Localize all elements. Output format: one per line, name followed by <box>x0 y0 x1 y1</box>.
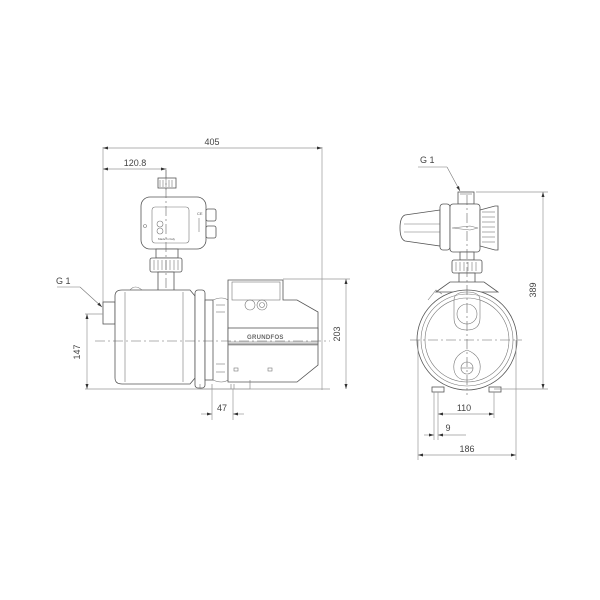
dim-overall-length: 405 <box>102 137 323 390</box>
dim-shaft-height: 147 <box>72 313 103 389</box>
g1-label-front: G 1 <box>56 276 71 286</box>
dim-foot-width: 47 <box>201 389 244 420</box>
dim-47-label: 47 <box>217 403 227 413</box>
dim-203-label: 203 <box>332 326 342 341</box>
outlet-thread-callout: G 1 <box>56 276 103 308</box>
pressure-controller-side <box>399 191 499 288</box>
g1-label-side: G 1 <box>420 155 435 165</box>
dim-foot-spacing: 110 <box>437 392 495 440</box>
pump-housing: GRUNDFOS <box>95 279 330 390</box>
dim-foot-slot: 9 <box>424 392 466 440</box>
ce-mark: CE <box>197 211 203 216</box>
brand-label: GRUNDFOS <box>247 335 284 341</box>
dim-389-label: 389 <box>528 282 538 297</box>
dim-body-height: 203 <box>283 278 350 389</box>
dim-controller-offset: 120.8 <box>103 158 167 190</box>
dim-overall-width: 186 <box>417 340 517 460</box>
dim-147-label: 147 <box>72 344 82 359</box>
front-view: 405 120.8 CE Made <box>56 137 350 420</box>
made-in-label: Made in Italy <box>158 237 176 241</box>
pressure-controller: CE Made in Italy <box>140 170 217 300</box>
dim-overall-height: 389 <box>476 191 548 390</box>
pump-side-body <box>410 195 522 395</box>
dim-405-label: 405 <box>204 137 219 147</box>
dim-186-label: 186 <box>459 444 474 454</box>
dim-9-label: 9 <box>445 423 450 433</box>
dim-120-8-label: 120.8 <box>124 158 147 168</box>
side-view: G 1 389 110 9 186 <box>399 155 548 460</box>
outlet-thread-callout-side: G 1 <box>418 155 461 192</box>
dim-110-label: 110 <box>457 403 471 413</box>
